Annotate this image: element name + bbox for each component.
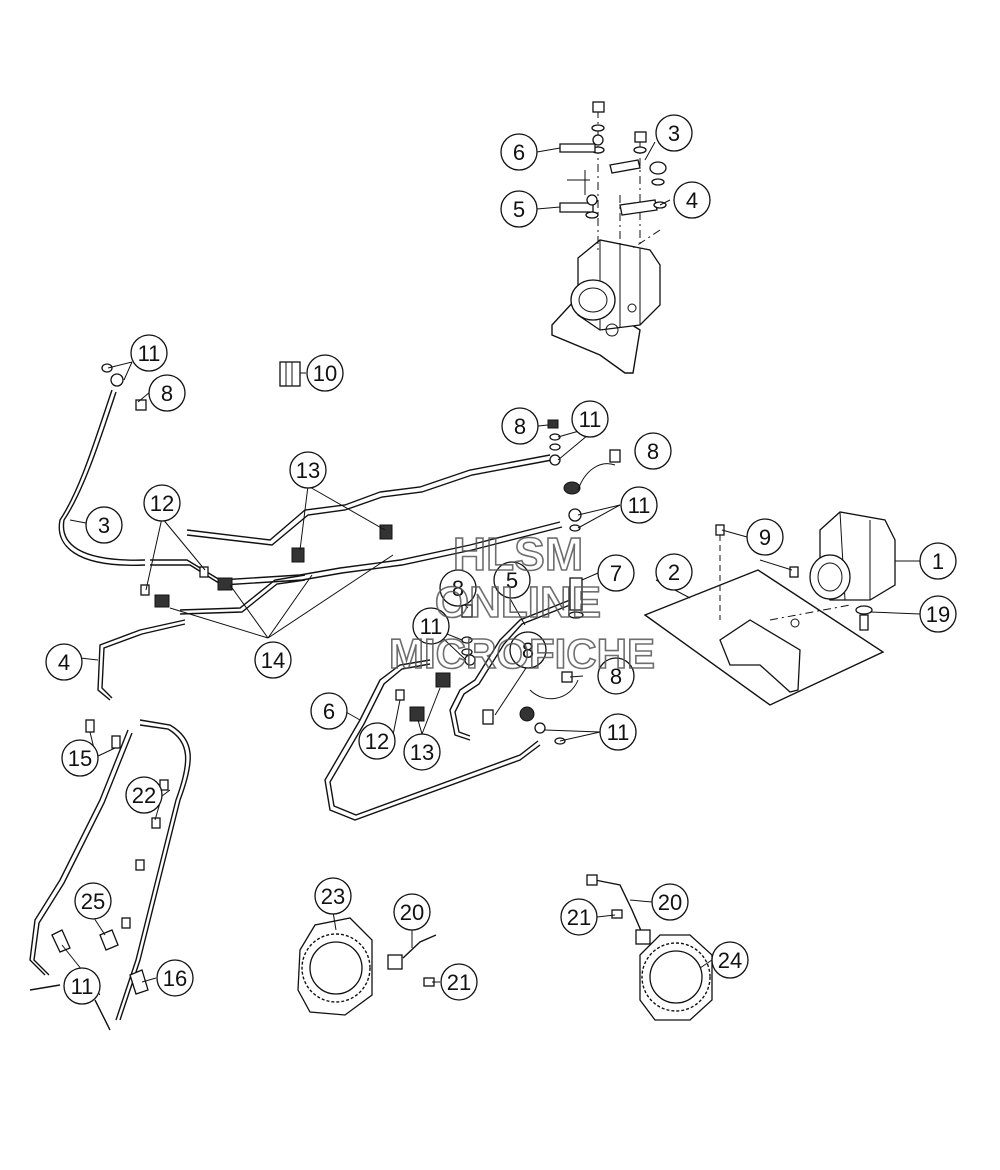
callout-c22: 22 [125, 776, 163, 814]
callout-c4-mid: 4 [45, 643, 83, 681]
callout-label: 4 [686, 188, 698, 213]
callout-c21-a: 21 [440, 963, 478, 1001]
hardware [29, 361, 621, 1031]
callout-c7: 7 [597, 554, 635, 592]
callout-label: 5 [506, 568, 518, 593]
callout-c11-e: 11 [599, 713, 637, 751]
callout-label: 3 [98, 513, 110, 538]
callout-c3-top: 3 [655, 114, 693, 152]
callout-label: 6 [513, 140, 525, 165]
callout-label: 24 [718, 948, 742, 973]
callout-c16: 16 [156, 959, 194, 997]
callout-c8-b: 8 [501, 407, 539, 445]
callout-c6-top: 6 [500, 133, 538, 171]
callout-label: 3 [668, 121, 680, 146]
callout-c13-b: 13 [403, 733, 441, 771]
callout-c12-a: 12 [143, 484, 181, 522]
callout-c10: 10 [306, 354, 344, 392]
callout-label: 11 [420, 614, 443, 639]
callout-label: 10 [313, 361, 337, 386]
callout-label: 6 [323, 699, 335, 724]
callout-label: 8 [161, 381, 173, 406]
callout-label: 9 [759, 525, 771, 550]
callout-c11-d: 11 [412, 607, 450, 645]
callout-c24: 24 [711, 941, 749, 979]
callout-c20-b: 20 [651, 883, 689, 921]
callout-c8-e: 8 [509, 631, 547, 669]
callout-c2: 2 [655, 553, 693, 591]
callout-c13-a: 13 [289, 451, 327, 489]
watermark-line3: MICROFICHE [389, 630, 655, 677]
callout-label: 20 [658, 890, 682, 915]
callout-c20-a: 20 [393, 893, 431, 931]
abs-module-top [551, 101, 667, 374]
callout-c11-c: 11 [620, 486, 658, 524]
callout-c8-f: 8 [597, 657, 635, 695]
callout-label: 11 [71, 974, 94, 999]
callout-c9: 9 [746, 518, 784, 556]
callout-label: 11 [628, 493, 651, 518]
callouts: 6 3 5 4 11 8 10 3 12 13 8 11 8 11 9 1 2 … [45, 114, 957, 1005]
callout-c25: 25 [74, 882, 112, 920]
callout-label: 5 [513, 197, 525, 222]
callout-c11-f: 11 [63, 967, 101, 1005]
callout-c8-c: 8 [634, 432, 672, 470]
callout-label: 1 [932, 549, 944, 574]
callout-label: 21 [447, 970, 471, 995]
callout-label: 7 [610, 561, 622, 586]
callout-label: 21 [567, 905, 591, 930]
callout-label: 8 [452, 576, 464, 601]
callout-c3-mid: 3 [85, 506, 123, 544]
callout-c11-a: 11 [130, 334, 168, 372]
callout-label: 22 [132, 783, 156, 808]
callout-c19: 19 [919, 595, 957, 633]
sensor-rings [297, 874, 713, 1021]
callout-label: 8 [610, 664, 622, 689]
callout-c5-mid: 5 [493, 561, 531, 599]
callout-c15: 15 [61, 739, 99, 777]
callout-label: 15 [68, 746, 92, 771]
callout-c8-a: 8 [148, 374, 186, 412]
callout-c1: 1 [919, 542, 957, 580]
callout-label: 8 [647, 439, 659, 464]
callout-label: 11 [607, 720, 630, 745]
callout-c21-b: 21 [560, 898, 598, 936]
callout-c11-b: 11 [571, 400, 609, 438]
watermark: HLSM ONLINE MICROFICHE [388, 527, 656, 678]
watermark-line2: ONLINE [435, 578, 601, 627]
callout-label: 2 [668, 560, 680, 585]
callout-label: 25 [81, 889, 105, 914]
callout-label: 13 [296, 458, 320, 483]
callout-label: 23 [321, 884, 345, 909]
callout-c14: 14 [254, 641, 292, 679]
callout-label: 11 [579, 407, 602, 432]
callout-c6-mid: 6 [310, 692, 348, 730]
callout-label: 16 [163, 966, 187, 991]
callout-c5-top: 5 [500, 190, 538, 228]
callout-label: 12 [150, 491, 174, 516]
callout-label: 14 [261, 648, 285, 673]
callout-label: 19 [926, 602, 950, 627]
callout-label: 8 [514, 414, 526, 439]
abs-module-right [643, 511, 896, 706]
callout-label: 20 [400, 900, 424, 925]
callout-c8-d: 8 [439, 569, 477, 607]
callout-c4-top: 4 [673, 181, 711, 219]
callout-label: 11 [138, 341, 161, 366]
callout-c23: 23 [314, 877, 352, 915]
watermark-line1: HLSM [453, 528, 583, 580]
callout-c12-b: 12 [358, 722, 396, 760]
brake-lines [29, 363, 576, 1021]
callout-label: 8 [522, 638, 534, 663]
callout-label: 13 [410, 740, 434, 765]
callout-label: 12 [365, 729, 389, 754]
callout-label: 4 [58, 650, 70, 675]
